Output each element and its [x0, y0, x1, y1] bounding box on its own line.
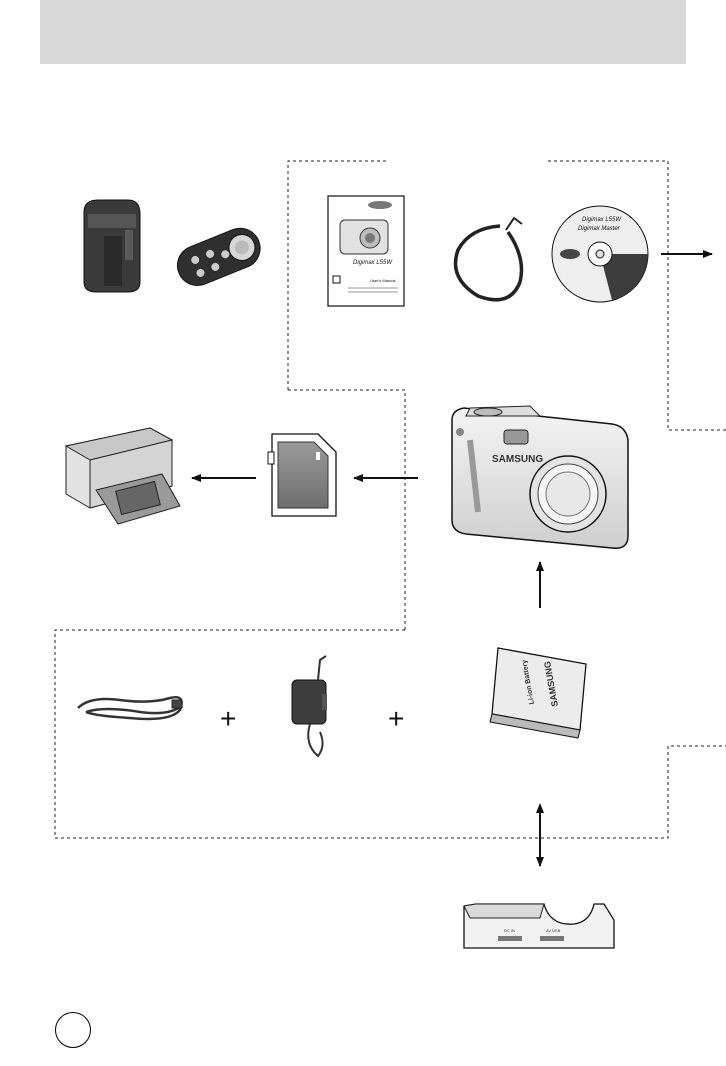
dashed-group-upper — [287, 160, 726, 630]
manual-model-text: Digimax L55W — [353, 260, 393, 266]
page-number-circle — [55, 1012, 91, 1048]
remote-control-icon — [176, 227, 261, 286]
cd-line1-text: Digimax L55W — [582, 217, 622, 223]
camera-case-icon — [83, 199, 141, 293]
header-bar — [40, 0, 686, 64]
cradle-port1-text: DC IN — [504, 928, 515, 933]
software-cd-icon: Digimax L55W Digimax Master — [551, 205, 649, 303]
camera-strap-icon — [453, 216, 524, 302]
ac-adapter-icon — [291, 655, 327, 758]
sd-memory-card-icon — [267, 433, 337, 517]
printer-icon — [64, 427, 181, 525]
camera-icon: SAMSUNG — [451, 405, 629, 549]
cradle-port2-text: AV USB — [546, 928, 561, 933]
camera-brand-text: SAMSUNG — [492, 454, 543, 465]
dashed-group-lower — [54, 629, 726, 839]
battery-icon: SAMSUNG Li-ion Battery — [489, 647, 587, 739]
cradle-icon: DC IN AV USB — [463, 903, 615, 949]
plus-sign-2: + — [388, 703, 404, 734]
cd-line2-text: Digimax Master — [578, 226, 621, 232]
user-manual-icon: Digimax L55W User's Manual — [327, 195, 405, 307]
plus-sign-1: + — [220, 703, 236, 734]
manual-subtitle-text: User's Manual — [370, 278, 396, 283]
ac-power-cord-icon — [77, 696, 183, 721]
